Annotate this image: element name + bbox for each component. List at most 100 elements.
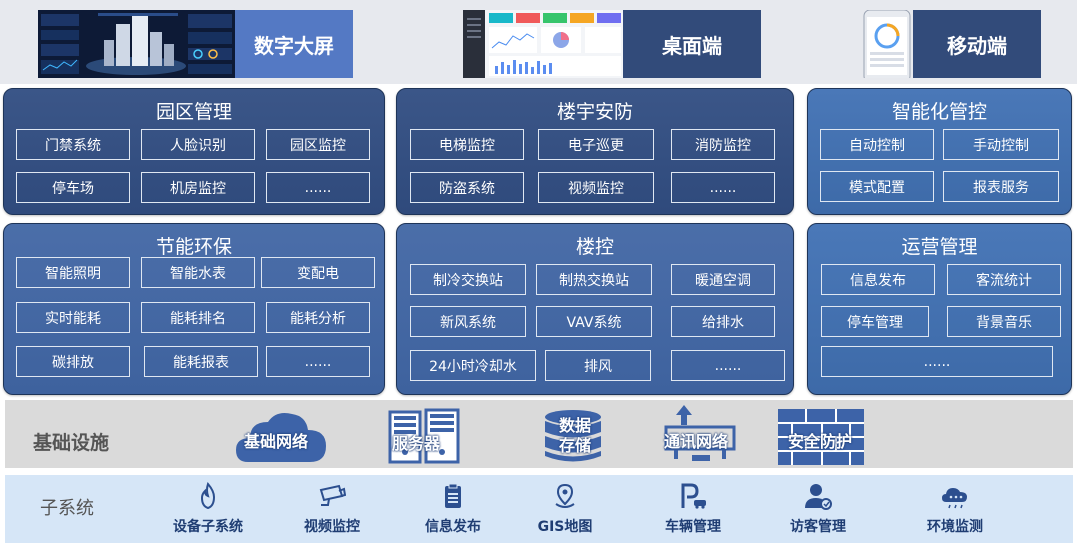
module-auto-control[interactable]: 自动控制 [820,129,934,160]
client-label-big-screen: 数字大屏 [235,10,353,78]
subsystem-environment[interactable]: 环境监测 [900,482,1010,536]
module-mode-config[interactable]: 模式配置 [820,171,934,202]
module-passenger-flow[interactable]: 客流统计 [947,264,1061,295]
module-power-distribution[interactable]: 变配电 [261,257,375,288]
parking-icon [681,483,706,509]
panel-building-security: 楼宇安防 电梯监控 电子巡更 消防监控 防盗系统 视频监控 ...... [396,88,794,215]
module-report-service[interactable]: 报表服务 [943,171,1059,202]
module-parking-management[interactable]: 停车管理 [821,306,929,337]
infra-basic-network: 基础网络 [234,406,330,466]
subsystem-title: 子系统 [40,498,94,519]
visitor-icon [805,484,832,510]
subsystem-label-environment: 环境监测 [927,519,983,535]
module-anti-theft[interactable]: 防盗系统 [410,172,524,203]
module-fresh-air[interactable]: 新风系统 [410,306,526,337]
module-more[interactable]: ...... [671,350,785,381]
client-mobile: 移动端 [862,10,1041,78]
database-icon [545,410,601,462]
panel-title-smart: 智能化管控 [891,101,987,123]
client-big-screen: 数字大屏 [38,10,353,78]
module-patrol[interactable]: 电子巡更 [538,129,654,160]
weather-icon [942,488,967,509]
infra-communication-network: 通讯网络 [662,403,738,465]
infra-security-protection: 安全防护 [778,409,864,465]
module-parking-lot[interactable]: 停车场 [16,172,130,203]
infra-label-communication-network: 通讯网络 [664,432,729,451]
subsystem-visitor[interactable]: 访客管理 [763,482,873,536]
module-info-publish[interactable]: 信息发布 [821,264,935,295]
module-server-room[interactable]: 机房监控 [141,172,255,203]
infra-label-security-protection: 安全防护 [788,432,853,451]
module-park-monitoring[interactable]: 园区监控 [266,129,370,160]
module-manual-control[interactable]: 手动控制 [943,129,1059,160]
module-fire-monitoring[interactable]: 消防监控 [671,129,775,160]
module-smart-lighting[interactable]: 智能照明 [16,257,130,288]
dashboard-illustration [38,10,235,78]
panel-title-park: 园区管理 [155,101,232,123]
phone-illustration [863,10,911,78]
camera-icon [319,484,346,506]
subsystem-vehicle[interactable]: 车辆管理 [638,482,748,536]
panel-operation-management: 运营管理 信息发布 客流统计 停车管理 背景音乐 ...... [807,223,1072,395]
panel-energy-saving: 节能环保 智能照明 智能水表 变配电 实时能耗 能耗排名 能耗分析 碳排放 能耗… [3,223,385,395]
module-energy-report[interactable]: 能耗报表 [144,346,258,377]
module-cooling-water[interactable]: 24小时冷却水 [410,350,536,381]
firewall-icon [778,409,864,465]
subsystem-video[interactable]: 视频监控 [277,482,387,536]
module-heating-station[interactable]: 制热交换站 [536,264,652,295]
map-pin-icon [555,483,575,508]
module-carbon-emission[interactable]: 碳排放 [16,346,130,377]
mobile-thumbnail [862,10,912,78]
subsystem-label-info-publish: 信息发布 [425,519,481,535]
subsystem-band [5,475,1073,543]
module-face-recognition[interactable]: 人脸识别 [141,129,255,160]
module-more[interactable]: ...... [266,172,370,203]
subsystem-gis-map[interactable]: GIS地图 [510,482,620,536]
panel-title-building: 楼控 [575,236,614,258]
infra-data-storage: 数据存储 [542,408,604,464]
network-icon [664,405,736,461]
module-more[interactable]: ...... [671,172,775,203]
clipboard-icon [445,483,461,508]
desktop-illustration [463,10,623,78]
subsystem-label-vehicle: 车辆管理 [665,519,721,535]
panel-building-control: 楼控 制冷交换站 制热交换站 暖通空调 新风系统 VAV系统 给排水 24小时冷… [396,223,794,395]
infrastructure-title: 基础设施 [33,432,110,454]
subsystem-equipment[interactable]: 设备子系统 [153,482,263,536]
module-more[interactable]: ...... [266,346,370,377]
subsystem-label-video: 视频监控 [304,519,360,535]
module-access-control[interactable]: 门禁系统 [16,129,130,160]
cloud-icon [236,413,326,462]
module-background-music[interactable]: 背景音乐 [947,306,1061,337]
flame-icon [200,482,216,510]
infra-label-data-storage: 数据存储 [558,416,591,455]
module-exhaust[interactable]: 排风 [545,350,651,381]
subsystem-label-visitor: 访客管理 [790,519,846,535]
module-realtime-energy[interactable]: 实时能耗 [16,302,130,333]
module-vav-system[interactable]: VAV系统 [536,306,652,337]
client-label-desktop: 桌面端 [623,10,761,78]
infra-label-server: 服务器 [392,434,441,453]
panel-title-security: 楼宇安防 [556,101,633,123]
panel-park-management: 园区管理 门禁系统 人脸识别 园区监控 停车场 机房监控 ...... [3,88,385,215]
infra-server: 服务器 [388,408,464,464]
infrastructure-band [5,400,1073,468]
module-hvac[interactable]: 暖通空调 [671,264,775,295]
module-smart-water-meter[interactable]: 智能水表 [141,257,255,288]
module-more[interactable]: ...... [821,346,1053,377]
server-icon [388,408,460,464]
panel-title-energy: 节能环保 [155,236,232,258]
big-screen-thumbnail [38,10,235,78]
module-elevator-monitoring[interactable]: 电梯监控 [410,129,524,160]
desktop-thumbnail [463,10,623,78]
module-water-supply[interactable]: 给排水 [671,306,775,337]
client-desktop: 桌面端 [463,10,761,78]
module-energy-ranking[interactable]: 能耗排名 [141,302,255,333]
panel-smart-control: 智能化管控 自动控制 手动控制 模式配置 报表服务 [807,88,1072,215]
module-energy-analysis[interactable]: 能耗分析 [266,302,370,333]
module-video-surveillance[interactable]: 视频监控 [538,172,654,203]
subsystem-info-publish[interactable]: 信息发布 [398,482,508,536]
subsystem-label-gis-map: GIS地图 [537,519,593,535]
module-cooling-station[interactable]: 制冷交换站 [410,264,526,295]
